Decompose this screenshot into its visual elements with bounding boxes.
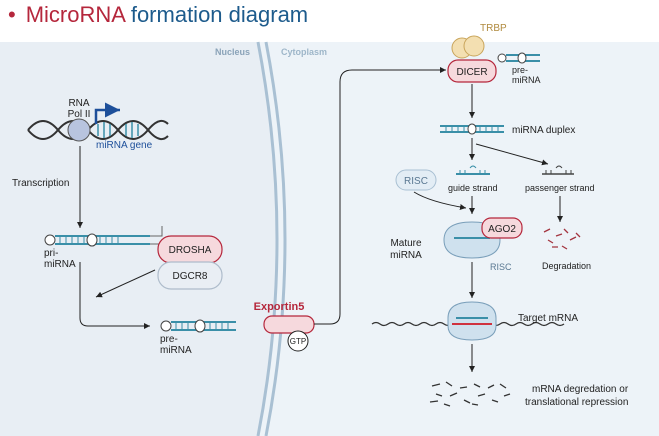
page-title: • MicroRNA formation diagram [8,2,308,28]
dna-helix [27,119,169,141]
guide-strand-label: guide strand [448,183,498,193]
trbp-label: TRBP [480,23,507,34]
gtp-label: GTP [290,337,306,346]
pre-mirna-nucleus-label: pre-miRNA [160,334,192,356]
guide-strand-icon [456,165,490,175]
exportin-label: Exportin5 [254,301,305,313]
nuclear-membrane-inner [256,41,279,436]
rna-pol-ii-icon [67,118,91,142]
risc-join-arrow [413,191,467,210]
pre-mirna-cyto-label: pre-miRNA [512,65,541,85]
ago2-protein [481,217,523,239]
pre-mirna-nucleus-strand [160,319,236,333]
passenger-strand-label: passenger strand [525,183,595,193]
exportin5-protein [263,315,315,334]
passenger-strand-icon [542,165,574,175]
export-arrow [314,67,446,325]
transcription-label: Transcription [12,178,69,189]
drosha-label: DROSHA [169,245,212,256]
degradation-label: Degradation [542,261,591,271]
degraded-mrna-icon [429,381,511,407]
title-mirna: MicroRNA [25,2,125,27]
nucleus-background [0,42,277,436]
dicer-label: DICER [456,67,487,78]
title-bullet: • [8,2,16,27]
dgcr8-label: DGCR8 [172,271,207,282]
gtp-icon [287,330,309,352]
target-mrna-label: Target mRNA [518,313,578,324]
risc-free-label: RISC [404,176,428,187]
pri-mirna-label: pri-miRNA [44,248,76,270]
risc-complex-label: RISC [490,262,512,272]
transcription-start-arrow [94,102,120,124]
pre-mirna-cyto-strand [497,52,540,64]
dicer-protein [447,59,497,83]
title-rest: formation diagram [124,2,309,27]
nuclear-membrane-outer [264,41,287,436]
degraded-fragments-icon [543,228,581,250]
cytoplasm-label: Cytoplasm [281,47,327,57]
trbp-protein-2 [463,35,485,57]
ago2-label: AGO2 [488,224,516,235]
mirna-gene-label: miRNA gene [96,140,153,151]
nucleus-label: Nucleus [215,47,250,57]
risc-target-complex [447,301,497,341]
pri-mirna-strand [44,226,163,256]
mirna-duplex-label: miRNA duplex [512,125,575,136]
risc-free-protein [395,169,437,191]
processing-arrow [95,269,156,298]
pri-to-pre-arrow [79,262,150,329]
duplex-to-passenger-arrow [475,143,549,166]
mirna-duplex-strand [440,123,504,135]
dgcr8-protein [157,261,223,290]
